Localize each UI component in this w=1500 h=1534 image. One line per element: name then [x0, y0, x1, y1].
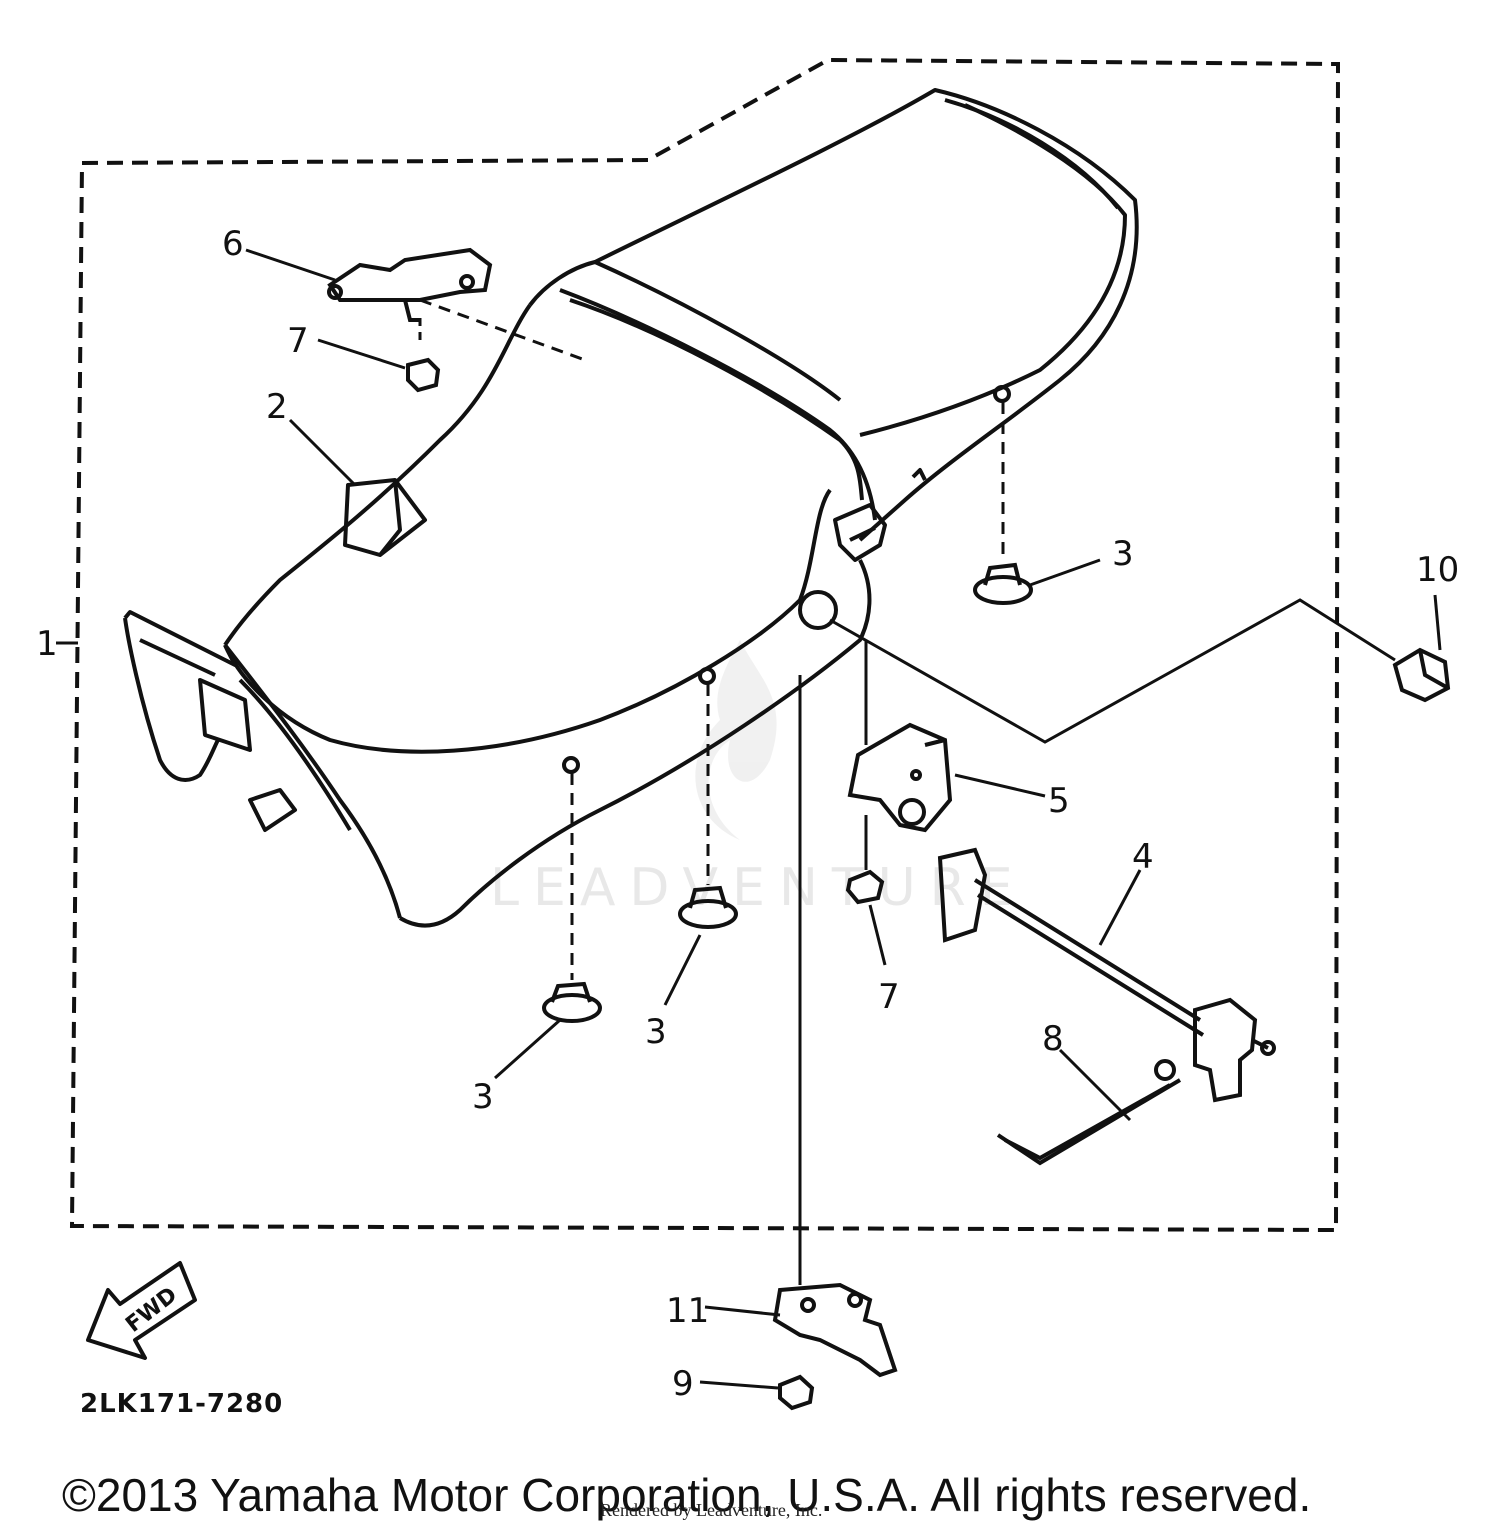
callout-3: 3 — [1112, 534, 1134, 574]
callout-numbers: 1 2 3 3 3 4 5 6 7 7 8 9 10 11 — [36, 224, 1459, 1404]
part-code: 2LK171-7280 — [80, 1389, 283, 1419]
part-8-spring — [996, 1059, 1182, 1166]
part-7-nut-top — [406, 357, 441, 393]
callout-3: 3 — [645, 1012, 667, 1052]
part-9-nut — [778, 1374, 815, 1411]
callout-6: 6 — [222, 224, 244, 264]
part-10-knob — [1392, 647, 1451, 703]
part-6-bracket — [327, 247, 493, 322]
callout-2: 2 — [266, 387, 288, 427]
callout-4: 4 — [1132, 837, 1154, 877]
leader-lines — [56, 248, 1442, 1390]
watermark: LEADVENTURE — [490, 640, 1027, 918]
callout-10: 10 — [1416, 550, 1459, 590]
callout-1: 1 — [36, 624, 58, 664]
fwd-arrow: FWD — [86, 1261, 197, 1360]
callout-5: 5 — [1048, 781, 1070, 821]
callout-8: 8 — [1042, 1019, 1064, 1059]
copyright-notice: ©2013 Yamaha Motor Corporation, U.S.A. A… — [62, 1469, 1312, 1521]
part-11-lock — [772, 1282, 898, 1378]
callout-9: 9 — [672, 1364, 694, 1404]
part-4-rod — [937, 847, 1276, 1103]
callout-7: 7 — [287, 321, 309, 361]
rendered-by-notice: Rendered by Leadventure, Inc. — [600, 1500, 823, 1520]
callout-11: 11 — [666, 1291, 709, 1331]
callout-3: 3 — [472, 1077, 494, 1117]
part-7-nut-lower — [845, 869, 885, 905]
watermark-text: LEADVENTURE — [490, 858, 1027, 918]
callout-7: 7 — [878, 977, 900, 1017]
part-5-hinge — [847, 722, 953, 833]
assembly-outline — [69, 57, 1341, 1233]
grommets — [542, 385, 1033, 1023]
seat — [123, 88, 1139, 928]
